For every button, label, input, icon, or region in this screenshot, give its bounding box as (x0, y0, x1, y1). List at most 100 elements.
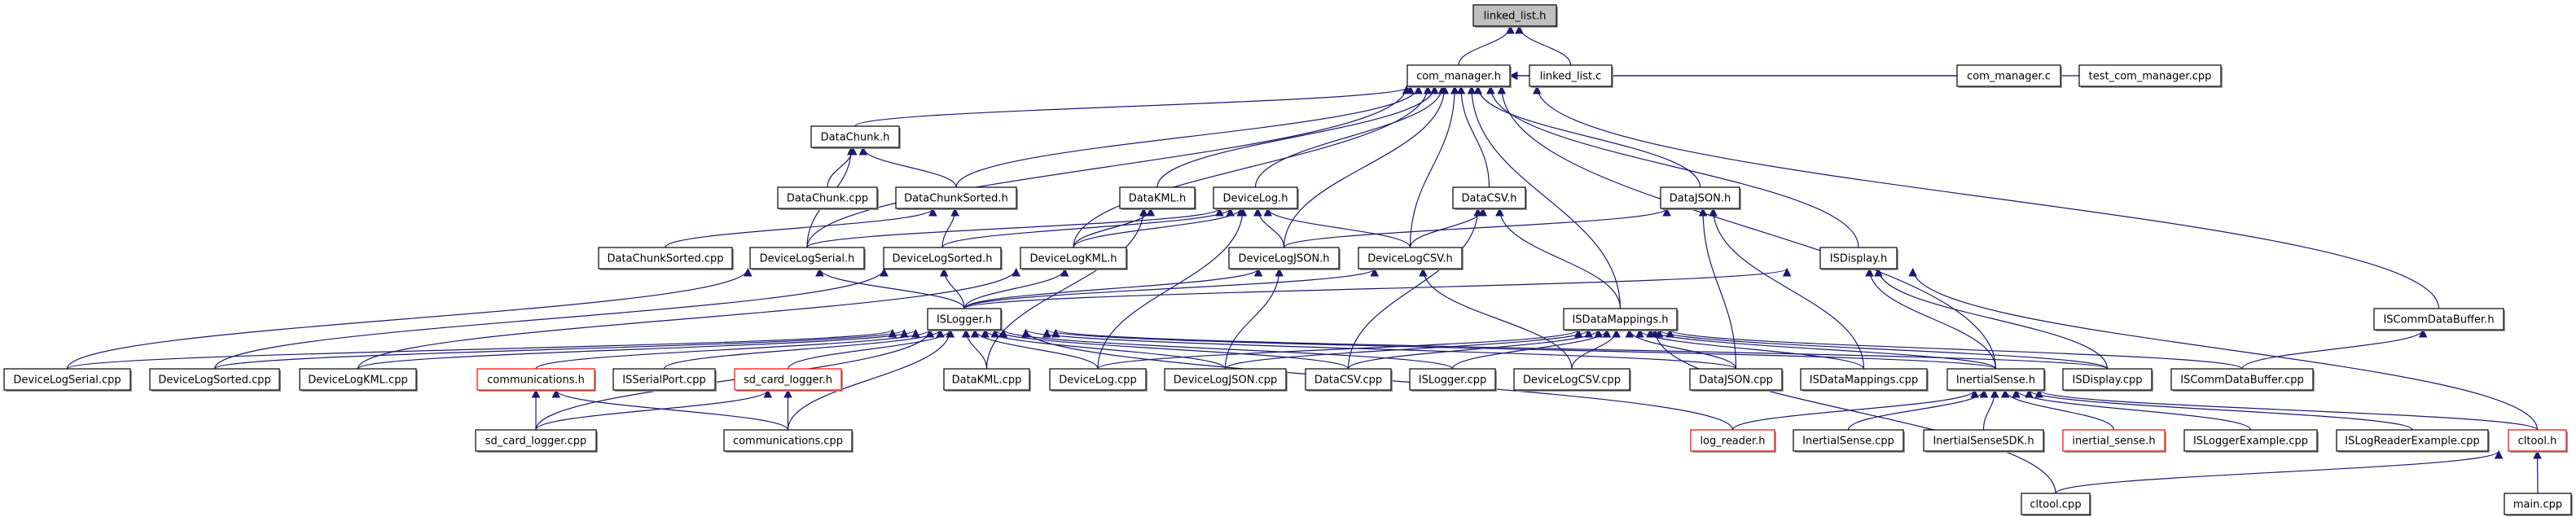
graph-node[interactable]: test_com_manager.cpp (2078, 64, 2223, 88)
dependency-edge (963, 267, 1069, 309)
graph-node[interactable]: sd_card_logger.h (734, 368, 843, 392)
graph-node[interactable]: DeviceLogJSON.cpp (1164, 368, 1288, 392)
dependency-edge (66, 267, 753, 370)
dependency-edge (551, 388, 789, 431)
node-label: DataJSON.h (1670, 193, 1731, 205)
graph-node[interactable]: DeviceLog.cpp (1049, 368, 1148, 392)
node-box (749, 247, 865, 269)
dependency-edge (1021, 328, 1737, 370)
node-label: DeviceLogJSON.h (1238, 253, 1329, 265)
dependency-edge (1467, 85, 1622, 309)
graph-node[interactable]: DeviceLogSorted.cpp (149, 368, 281, 392)
dependency-edge (1263, 207, 1411, 248)
node-label: DataChunk.cpp (787, 193, 868, 205)
dependency-edge (1709, 207, 1865, 370)
node-box (1164, 368, 1287, 391)
graph-node[interactable]: DeviceLogSerial.h (749, 247, 866, 270)
graph-node[interactable]: communications.h (476, 368, 596, 392)
graph-node[interactable]: DataCSV.h (1452, 186, 1527, 210)
graph-node[interactable]: DeviceLogCSV.h (1358, 247, 1464, 270)
node-label: DeviceLogSorted.cpp (158, 375, 270, 387)
node-label: com_manager.c (1967, 71, 2051, 83)
edge-layer (66, 24, 2542, 494)
graph-node[interactable]: linked_list.c (1529, 64, 1613, 88)
graph-node[interactable]: DataKML.cpp (943, 368, 1031, 392)
dependency-edge (1497, 85, 1997, 370)
node-box (927, 308, 1002, 331)
graph-node[interactable]: DeviceLogCSV.cpp (1513, 368, 1631, 392)
node-label: DeviceLogCSV.cpp (1523, 375, 1621, 387)
node-box (2062, 368, 2153, 391)
graph-node[interactable]: ISLogger.cpp (1409, 368, 1497, 392)
node-label: DataKML.h (1129, 193, 1186, 205)
node-box (1049, 368, 1147, 391)
graph-node[interactable]: InertialSense.h (1946, 368, 2046, 392)
node-label: main.cpp (2513, 499, 2562, 511)
graph-node[interactable]: DataChunkSorted.h (895, 186, 1018, 210)
graph-node[interactable]: inertial_sense.h (2062, 429, 2166, 453)
node-box (1956, 64, 2061, 87)
graph-node[interactable]: ISLoggerExample.cpp (2183, 429, 2319, 453)
graph-node[interactable]: DataKML.h (1119, 186, 1196, 210)
graph-node[interactable]: ISDisplay.cpp (2062, 368, 2153, 392)
node-label: ISDataMappings.h (1572, 314, 1668, 326)
node-box (149, 368, 280, 391)
dependency-edge (827, 146, 858, 188)
graph-node[interactable]: InertialSense.cpp (1793, 429, 1905, 453)
graph-node[interactable]: com_manager.h (1406, 64, 1512, 88)
node-label: inertial_sense.h (2072, 436, 2155, 448)
dependency-edge (1571, 328, 1622, 370)
node-label: DataKML.cpp (952, 375, 1022, 387)
graph-node[interactable]: DataChunkSorted.cpp (598, 247, 734, 270)
node-box (612, 368, 716, 391)
dependency-edge (535, 328, 935, 431)
dependency-edge (1451, 328, 1612, 370)
dependency-edge (1655, 328, 2109, 370)
node-label: DeviceLogSorted.h (893, 253, 993, 265)
node-box (1819, 247, 1898, 269)
dependency-edge (2241, 328, 2428, 370)
graph-node[interactable]: DeviceLogJSON.h (1228, 247, 1341, 270)
dependency-edge (213, 328, 909, 370)
graph-node[interactable]: ISDataMappings.h (1563, 308, 1679, 331)
graph-node[interactable]: communications.cpp (723, 429, 854, 453)
graph-node[interactable]: DataJSON.cpp (1689, 368, 1784, 392)
graph-node[interactable]: DeviceLogSerial.cpp (3, 368, 132, 392)
graph-node[interactable]: ISDataMappings.cpp (1800, 368, 1929, 392)
node-box (1213, 186, 1298, 209)
graph-node[interactable]: DeviceLogSorted.h (883, 247, 1003, 270)
graph-node[interactable]: DataCSV.cpp (1305, 368, 1393, 392)
graph-node[interactable]: DataChunk.h (810, 125, 901, 149)
graph-node[interactable]: DeviceLog.h (1213, 186, 1299, 210)
graph-node[interactable]: DeviceLogKML.cpp (299, 368, 418, 392)
node-box (2183, 429, 2318, 452)
graph-node[interactable]: ISCommDataBuffer.h (2373, 308, 2505, 331)
graph-node[interactable]: cltool.h (2508, 429, 2568, 453)
dependency-edge (858, 146, 957, 188)
graph-node[interactable]: log_reader.h (1690, 429, 1776, 453)
dependency-edge (1473, 85, 1701, 188)
node-box (2078, 64, 2222, 87)
graph-node[interactable]: ISDisplay.h (1819, 247, 1898, 270)
graph-node[interactable]: DataChunk.cpp (777, 186, 879, 210)
graph-node[interactable]: ISSerialPort.cpp (612, 368, 717, 392)
graph-node[interactable]: cltool.cpp (2021, 493, 2091, 516)
node-label: linked_list.c (1540, 71, 1602, 83)
graph-node[interactable]: ISCommDataBuffer.cpp (2170, 368, 2315, 392)
dependency-edge (2025, 388, 2413, 431)
graph-node[interactable]: ISLogger.h (927, 308, 1003, 331)
graph-node[interactable]: InertialSenseSDK.h (1923, 429, 2045, 453)
dependency-edge (1283, 207, 1671, 248)
dependency-edge (1532, 85, 2440, 309)
graph-node[interactable]: DeviceLogKML.h (1020, 247, 1128, 270)
node-label: InertialSenseSDK.h (1933, 436, 2034, 448)
node-box (1020, 247, 1127, 269)
node-label: DataChunk.h (821, 132, 890, 144)
graph-node[interactable]: main.cpp (2504, 493, 2573, 516)
graph-node[interactable]: DataJSON.h (1660, 186, 1741, 210)
graph-node[interactable]: com_manager.c (1956, 64, 2062, 88)
graph-node[interactable]: sd_card_logger.cpp (475, 429, 598, 453)
node-label: ISDisplay.h (1830, 253, 1888, 265)
node-box (1119, 186, 1196, 209)
graph-node[interactable]: ISLogReaderExample.cpp (2336, 429, 2490, 453)
